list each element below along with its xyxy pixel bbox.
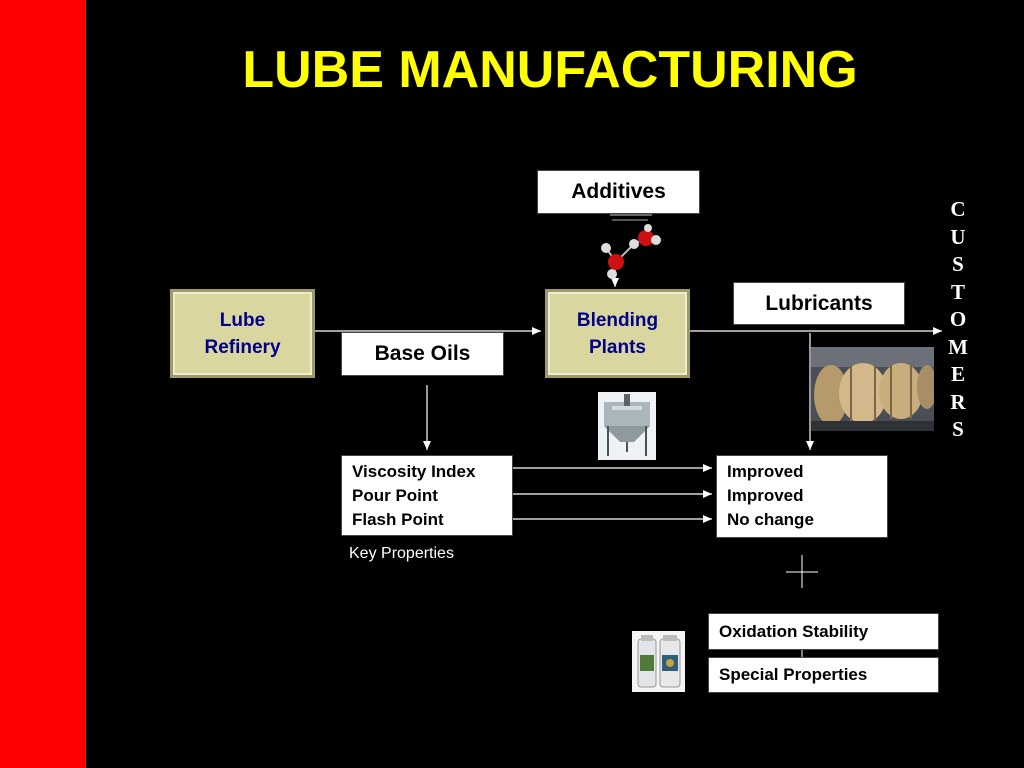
- base-oils-box: Base Oils: [341, 332, 504, 376]
- key-properties-box: Viscosity Index Pour Point Flash Point: [341, 455, 513, 536]
- effect-item: Improved: [727, 486, 804, 505]
- effect-item: No change: [727, 510, 814, 529]
- red-side-bar: [0, 0, 86, 768]
- customers-letter: M: [948, 334, 968, 359]
- lube-refinery-box: Lube Refinery: [170, 289, 315, 378]
- key-property-item: Flash Point: [352, 510, 444, 529]
- customers-letter: T: [950, 279, 965, 304]
- effect-item: Improved: [727, 462, 804, 481]
- oxidation-stability-box: Oxidation Stability: [708, 613, 939, 650]
- key-properties-caption: Key Properties: [349, 545, 454, 562]
- oxidation-stability-label: Oxidation Stability: [719, 622, 869, 641]
- blending-plants-label: Blending Plants: [576, 309, 659, 358]
- special-properties-box: Special Properties: [708, 657, 939, 693]
- page-title: LUBE MANUFACTURING: [242, 41, 858, 99]
- customers-letter: C: [950, 197, 966, 221]
- blending-plants-box: Blending Plants: [545, 289, 690, 378]
- additives-box: Additives: [537, 170, 700, 214]
- customers-letter: S: [952, 417, 964, 441]
- blending-tank-icon: [598, 392, 656, 460]
- molecule-icon: [601, 214, 661, 279]
- additives-label: Additives: [571, 180, 666, 203]
- key-property-item: Viscosity Index: [352, 462, 476, 481]
- customers-letter: E: [950, 362, 965, 386]
- customers-letter: S: [952, 252, 964, 276]
- customers-vertical-label: C U S T O M E R S: [946, 196, 970, 444]
- customers-letter: R: [950, 389, 966, 414]
- lubricants-box: Lubricants: [733, 282, 905, 325]
- lube-refinery-label: Lube Refinery: [204, 309, 281, 358]
- key-property-item: Pour Point: [352, 486, 438, 505]
- lube-bottles-icon: [632, 631, 685, 692]
- customers-letter: U: [950, 224, 966, 249]
- special-properties-label: Special Properties: [719, 665, 868, 684]
- lubricants-label: Lubricants: [765, 291, 873, 315]
- customers-letter: O: [949, 307, 967, 331]
- effects-box: Improved Improved No change: [716, 455, 888, 538]
- oil-barrels-icon: [811, 347, 934, 431]
- base-oils-label: Base Oils: [374, 342, 471, 365]
